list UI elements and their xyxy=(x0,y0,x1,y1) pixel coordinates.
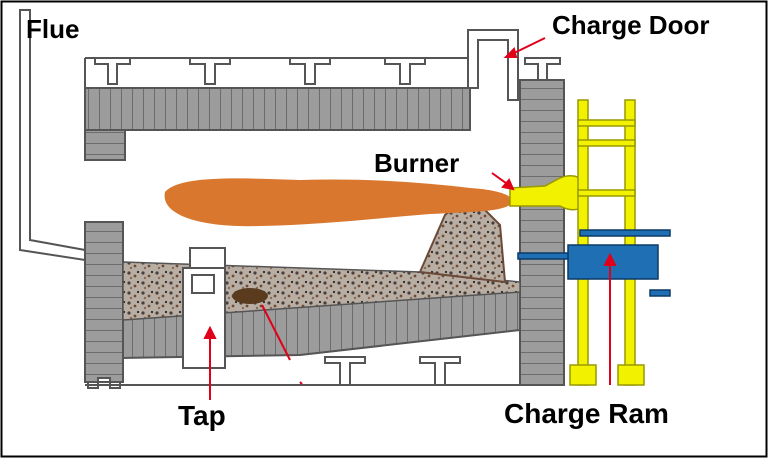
tap-hole xyxy=(182,247,226,369)
callout-arrows xyxy=(203,37,617,400)
ram-frame xyxy=(569,99,645,386)
right-wall xyxy=(519,79,565,386)
label-charge-door: Charge Door xyxy=(552,10,710,40)
burner-flame xyxy=(164,178,513,227)
flue-pipe xyxy=(19,9,86,262)
label-flue: Flue xyxy=(26,14,80,44)
label-charge-ram: Charge Ram xyxy=(504,398,669,429)
roof-beams xyxy=(94,57,561,85)
label-burner: Burner xyxy=(374,148,460,178)
left-wall xyxy=(84,221,124,383)
base-supports xyxy=(87,356,564,389)
charge-door xyxy=(467,29,519,101)
label-tap: Tap xyxy=(178,400,226,431)
molten-metal xyxy=(232,288,268,304)
charge-ram xyxy=(517,229,671,297)
roof-bricks xyxy=(84,87,471,131)
